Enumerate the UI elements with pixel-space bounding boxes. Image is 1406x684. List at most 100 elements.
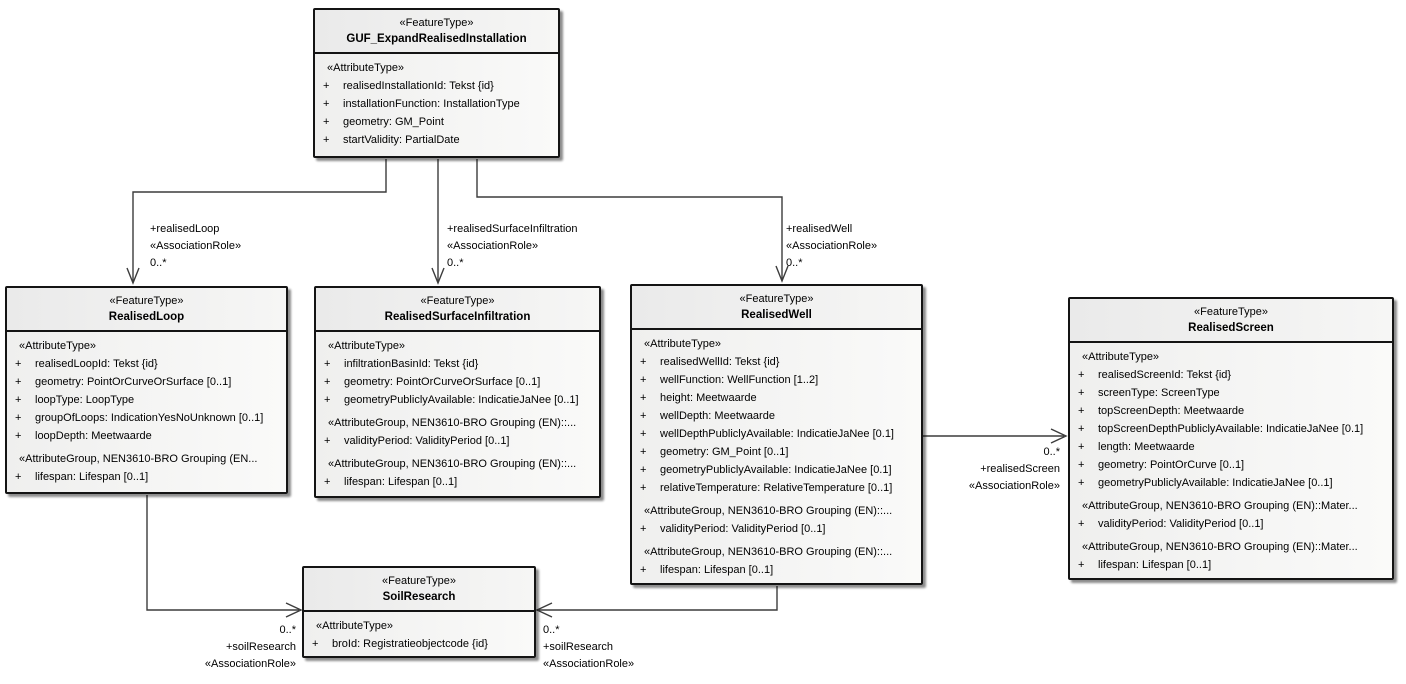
visibility-marker: + <box>1078 369 1085 381</box>
attribute-text: geometryPubliclyAvailable: IndicatieJaNe… <box>1098 477 1333 489</box>
attributes-compartment: «AttributeType» +realisedLoopId: Tekst {i… <box>7 332 286 492</box>
attribute-row: +geometry: PointOrCurveOrSurface [0..1] <box>7 373 284 391</box>
visibility-marker: + <box>15 471 22 483</box>
role-stereotype: «AssociationRole» <box>543 658 635 670</box>
attribute-text: lifespan: Lifespan [0..1] <box>35 471 149 483</box>
visibility-marker: + <box>1078 423 1085 435</box>
attribute-text: installationFunction: InstallationType <box>343 98 520 110</box>
attribute-text: «AttributeType» <box>328 340 406 352</box>
attribute-text: broId: Registratieobjectcode {id} <box>332 638 488 650</box>
attribute-text: groupOfLoops: IndicationYesNoUnknown [0.… <box>35 412 264 424</box>
attribute-text: loopType: LoopType <box>35 394 135 406</box>
attribute-text: «AttributeType» <box>644 338 722 350</box>
class-stereotype: «FeatureType» <box>739 293 814 305</box>
attributes-compartment: «AttributeType»+broId: Registratieobject… <box>304 612 534 656</box>
attribute-text: geometryPubliclyAvailable: IndicatieJaNe… <box>660 464 892 476</box>
attribute-row: +infiltrationBasinId: Tekst {id} <box>316 355 597 373</box>
attribute-text: validityPeriod: ValidityPeriod [0..1] <box>1098 518 1264 530</box>
attribute-row: +height: Meetwaarde <box>632 389 919 407</box>
class-realised-well[interactable]: «FeatureType» RealisedWell «AttributeTyp… <box>630 284 923 585</box>
class-header: «FeatureType» GUF_ExpandRealisedInstalla… <box>315 10 558 54</box>
visibility-marker: + <box>640 564 647 576</box>
attribute-row: +geometry: PointOrCurveOrSurface [0..1] <box>316 373 597 391</box>
visibility-marker: + <box>1078 441 1085 453</box>
attribute-row: «AttributeGroup, NEN3610-BRO Grouping (E… <box>316 455 597 473</box>
class-soil-research[interactable]: «FeatureType» SoilResearch «AttributeTyp… <box>302 566 536 658</box>
visibility-marker: + <box>640 392 647 404</box>
attributes-compartment: «AttributeType» + realisedWellId: Tekst {i… <box>632 330 921 583</box>
attribute-text: «AttributeType» <box>316 620 394 632</box>
attribute-text: realisedScreenId: Tekst {id} <box>1098 369 1232 381</box>
class-guf-expand-realised-installation[interactable]: «FeatureType» GUF_ExpandRealisedInstalla… <box>313 8 560 158</box>
class-header: «FeatureType» RealisedSurfaceInfiltratio… <box>316 288 599 332</box>
attribute-row: «AttributeType» <box>315 59 556 77</box>
class-stereotype: «FeatureType» <box>382 575 456 587</box>
visibility-marker: + <box>1078 405 1085 417</box>
class-name: RealisedSurfaceInfiltration <box>384 311 531 323</box>
attribute-text: «AttributeType» <box>19 340 97 352</box>
attribute-text: wellDepth: Meetwaarde <box>660 410 775 422</box>
attribute-row: +topScreenDepthPubliclyAvailable: Indica… <box>1070 420 1390 438</box>
attribute-row: +lifespan: Lifespan [0..1] <box>632 561 919 579</box>
attribute-row: + geometryPubliclyAvailable: IndicatieJaN… <box>1070 474 1390 492</box>
class-realised-loop[interactable]: «FeatureType» RealisedLoop «AttributeTyp… <box>5 286 288 494</box>
visibility-marker: + <box>640 482 647 494</box>
visibility-marker: + <box>1078 477 1085 489</box>
association-realised-loop[interactable] <box>126 159 387 285</box>
class-realised-screen[interactable]: «FeatureType» RealisedScreen «AttributeT… <box>1068 297 1394 580</box>
attribute-row: +validityPeriod: ValidityPeriod [0..1] <box>632 520 919 538</box>
association-realised-screen[interactable] <box>923 428 1068 444</box>
attribute-text: «AttributeGroup, NEN3610-BRO Grouping (E… <box>644 505 893 517</box>
association-realised-surface-infiltration[interactable] <box>431 159 445 285</box>
attribute-text: screenType: ScreenType <box>1098 387 1220 399</box>
attribute-text: «AttributeGroup, NEN3610-BRO Grouping (E… <box>644 546 893 558</box>
visibility-marker: + <box>323 116 330 128</box>
attribute-row: «AttributeType» <box>632 335 919 353</box>
attribute-row: «AttributeGroup, NEN3610-BRO Grouping (E… <box>316 414 597 432</box>
attribute-text: «AttributeGroup, NEN3610-BRO Grouping (E… <box>328 417 577 429</box>
attribute-text: geometry: GM_Point <box>343 116 444 128</box>
attribute-text: realisedInstallationId: Tekst {id} <box>343 80 494 92</box>
role-name: +realisedWell <box>786 223 853 235</box>
visibility-marker: + <box>640 356 647 368</box>
class-header: «FeatureType» RealisedLoop <box>7 288 286 332</box>
role-stereotype: «AssociationRole» <box>204 658 296 670</box>
visibility-marker: + <box>323 134 330 146</box>
attribute-row: «AttributeType» <box>304 617 532 635</box>
class-header: «FeatureType» SoilResearch <box>304 568 534 612</box>
attribute-row: +realisedLoopId: Tekst {id} <box>7 355 284 373</box>
association-soil-research-left[interactable] <box>146 495 303 618</box>
attribute-row: +loopDepth: Meetwaarde <box>7 427 284 445</box>
class-stereotype: «FeatureType» <box>420 295 495 307</box>
attribute-text: topScreenDepth: Meetwaarde <box>1098 405 1245 417</box>
visibility-marker: + <box>1078 387 1085 399</box>
association-soil-research-right[interactable] <box>535 586 778 618</box>
visibility-marker: + <box>15 358 22 370</box>
role-name: +realisedScreen <box>980 463 1060 475</box>
attribute-text: loopDepth: Meetwaarde <box>35 430 152 442</box>
role-stereotype: «AssociationRole» <box>447 240 539 252</box>
attribute-text: realisedWellId: Tekst {id} <box>660 356 780 368</box>
attribute-row: «AttributeGroup, NEN3610-BRO Grouping (E… <box>1070 497 1390 515</box>
visibility-marker: + <box>640 464 647 476</box>
attribute-text: validityPeriod: ValidityPeriod [0..1] <box>660 523 826 535</box>
attribute-text: «AttributeGroup, NEN3610-BRO Grouping (E… <box>19 453 258 465</box>
visibility-marker: + <box>640 446 647 458</box>
attribute-text: «AttributeType» <box>327 62 405 74</box>
assoc-label-soil-research-left: 0..* +soilResearch «AssociationRole» <box>205 622 296 673</box>
class-realised-surface-infiltration[interactable]: «FeatureType» RealisedSurfaceInfiltratio… <box>314 286 601 498</box>
class-name: RealisedWell <box>741 309 812 321</box>
attribute-row: +geometryPubliclyAvailable: IndicatieJaN… <box>316 391 597 409</box>
attribute-text: startValidity: PartialDate <box>343 134 460 146</box>
attributes-compartment: «AttributeType» + realisedScreenId: Tekst … <box>1070 343 1392 578</box>
attribute-text: validityPeriod: ValidityPeriod [0..1] <box>344 435 510 447</box>
multiplicity: 0..* <box>447 257 464 269</box>
class-header: «FeatureType» RealisedWell <box>632 286 921 330</box>
attribute-row: +wellDepthPubliclyAvailable: IndicatieJa… <box>632 425 919 443</box>
association-realised-well[interactable] <box>476 159 789 283</box>
attribute-text: geometry: PointOrCurveOrSurface [0..1] <box>344 376 541 388</box>
attribute-row: «AttributeType» <box>1070 348 1390 366</box>
attribute-text: length: Meetwaarde <box>1098 441 1195 453</box>
